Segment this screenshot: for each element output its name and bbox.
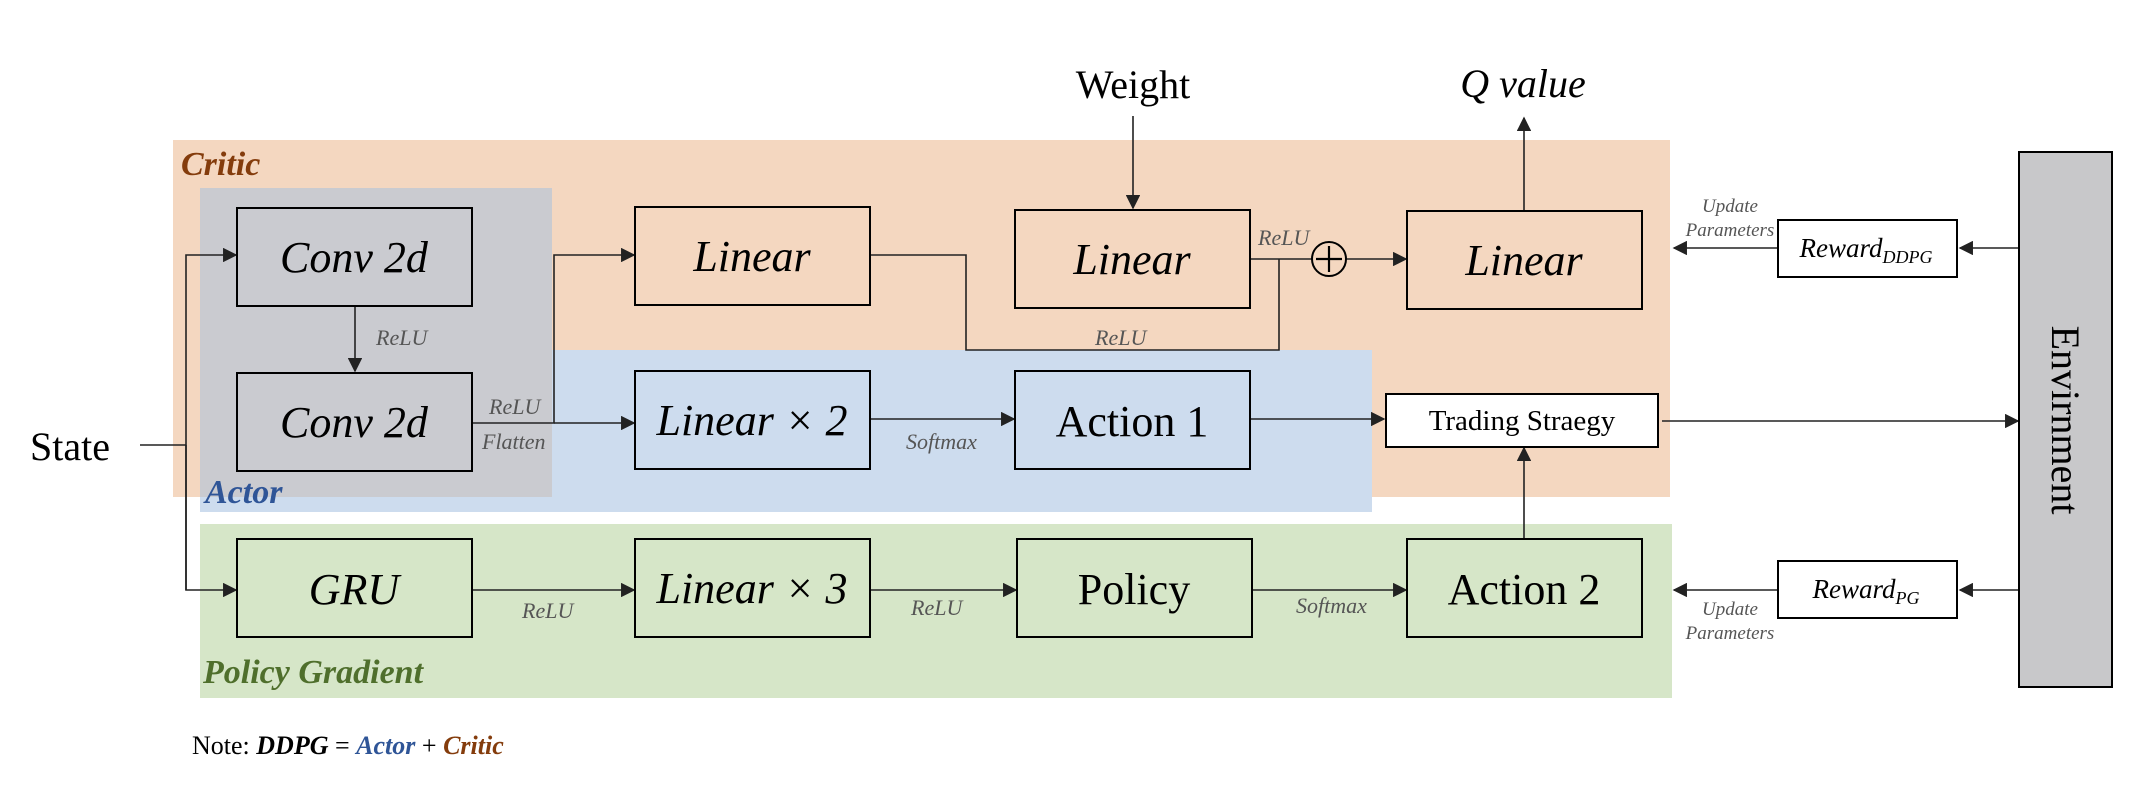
action2-box [1406,538,1643,638]
conv1-label-text: Conv 2d [280,233,429,282]
actor-linear-label: Linear × 2 [655,396,847,445]
update-params-bottom-line1: Update [1702,599,1758,620]
policy-box [1016,538,1253,638]
critic-linear2-box [1014,209,1251,309]
policy-gradient-group-label: Policy Gradient [202,654,425,691]
softmax-pg-label: Softmax [1296,593,1367,618]
relu-gru-label: ReLU [521,598,575,623]
state-label: State [30,424,110,469]
action1-label: Action 1 [1056,397,1209,446]
q-value-label: Q value [1460,61,1586,106]
weight-label: Weight [1076,62,1191,107]
reward-ddpg-sub: DDPG [1882,247,1933,267]
actor-linear-box [634,370,871,470]
state-to-gru-wire [185,445,238,598]
critic-group-label: Critic [181,146,260,183]
critic-linear-bottom-wire [870,254,1280,351]
critic-linear3-label: Linear [1464,236,1583,285]
critic-linear2-label: Linear [1072,235,1191,284]
conv2-label-text: Conv 2d [280,398,429,447]
note-ddpg: DDPG [255,731,328,760]
gru-box [236,538,473,638]
reward-ddpg-box [1777,219,1958,278]
note-prefix: Note: [192,731,256,760]
reward-pg-box [1777,560,1958,619]
environment-label: Envirnment [2043,326,2088,515]
conv1-label: Conv 2d [280,233,429,282]
conv-to-critic-wire [472,247,636,424]
note-equals: = [328,731,356,760]
conv2-label: Conv 2d [280,398,429,447]
update-params-top-line2: Parameters [1685,220,1775,241]
trading-strategy-box [1385,393,1659,448]
action2-label: Action 2 [1448,565,1601,614]
action1-box [1014,370,1251,470]
relu-critic-sum-label: ReLU [1257,225,1311,250]
update-params-bottom-line2: Parameters [1685,623,1775,644]
actor-group-label: Actor [203,474,283,511]
policy-label: Policy [1078,565,1190,614]
relu-critic-bottom-label: ReLU [1094,325,1148,350]
pg-linear-box [634,538,871,638]
flatten-label: Flatten [481,429,546,454]
relu-flatten-label: ReLU [488,394,542,419]
conv1-box [236,207,473,307]
reward-ddpg-main: Reward [1799,233,1883,263]
critic-linear3-box [1406,210,1643,310]
note-actor: Actor [354,731,416,760]
reward-pg-main: Reward [1812,574,1896,604]
note-plus: + [415,731,443,760]
update-params-top-line1: Update [1702,196,1758,217]
note-line: Note: DDPG = Actor + Critic [192,731,504,760]
note-critic: Critic [443,731,504,760]
pg-linear-label: Linear × 3 [655,564,847,613]
reward-pg-label: RewardPG [1812,574,1920,608]
softmax-actor-label: Softmax [906,429,977,454]
reward-ddpg-label: RewardDDPG [1799,233,1933,267]
relu-pg-label: ReLU [910,595,964,620]
environment-box [2018,151,2113,688]
conv2-box [236,372,473,472]
reward-pg-sub: PG [1895,588,1920,608]
relu-conv-label: ReLU [375,325,429,350]
gru-label: GRU [309,565,403,614]
trading-strategy-label: Trading Straegy [1429,405,1616,437]
critic-linear1-label: Linear [692,232,811,281]
critic-linear1-box [634,206,871,306]
